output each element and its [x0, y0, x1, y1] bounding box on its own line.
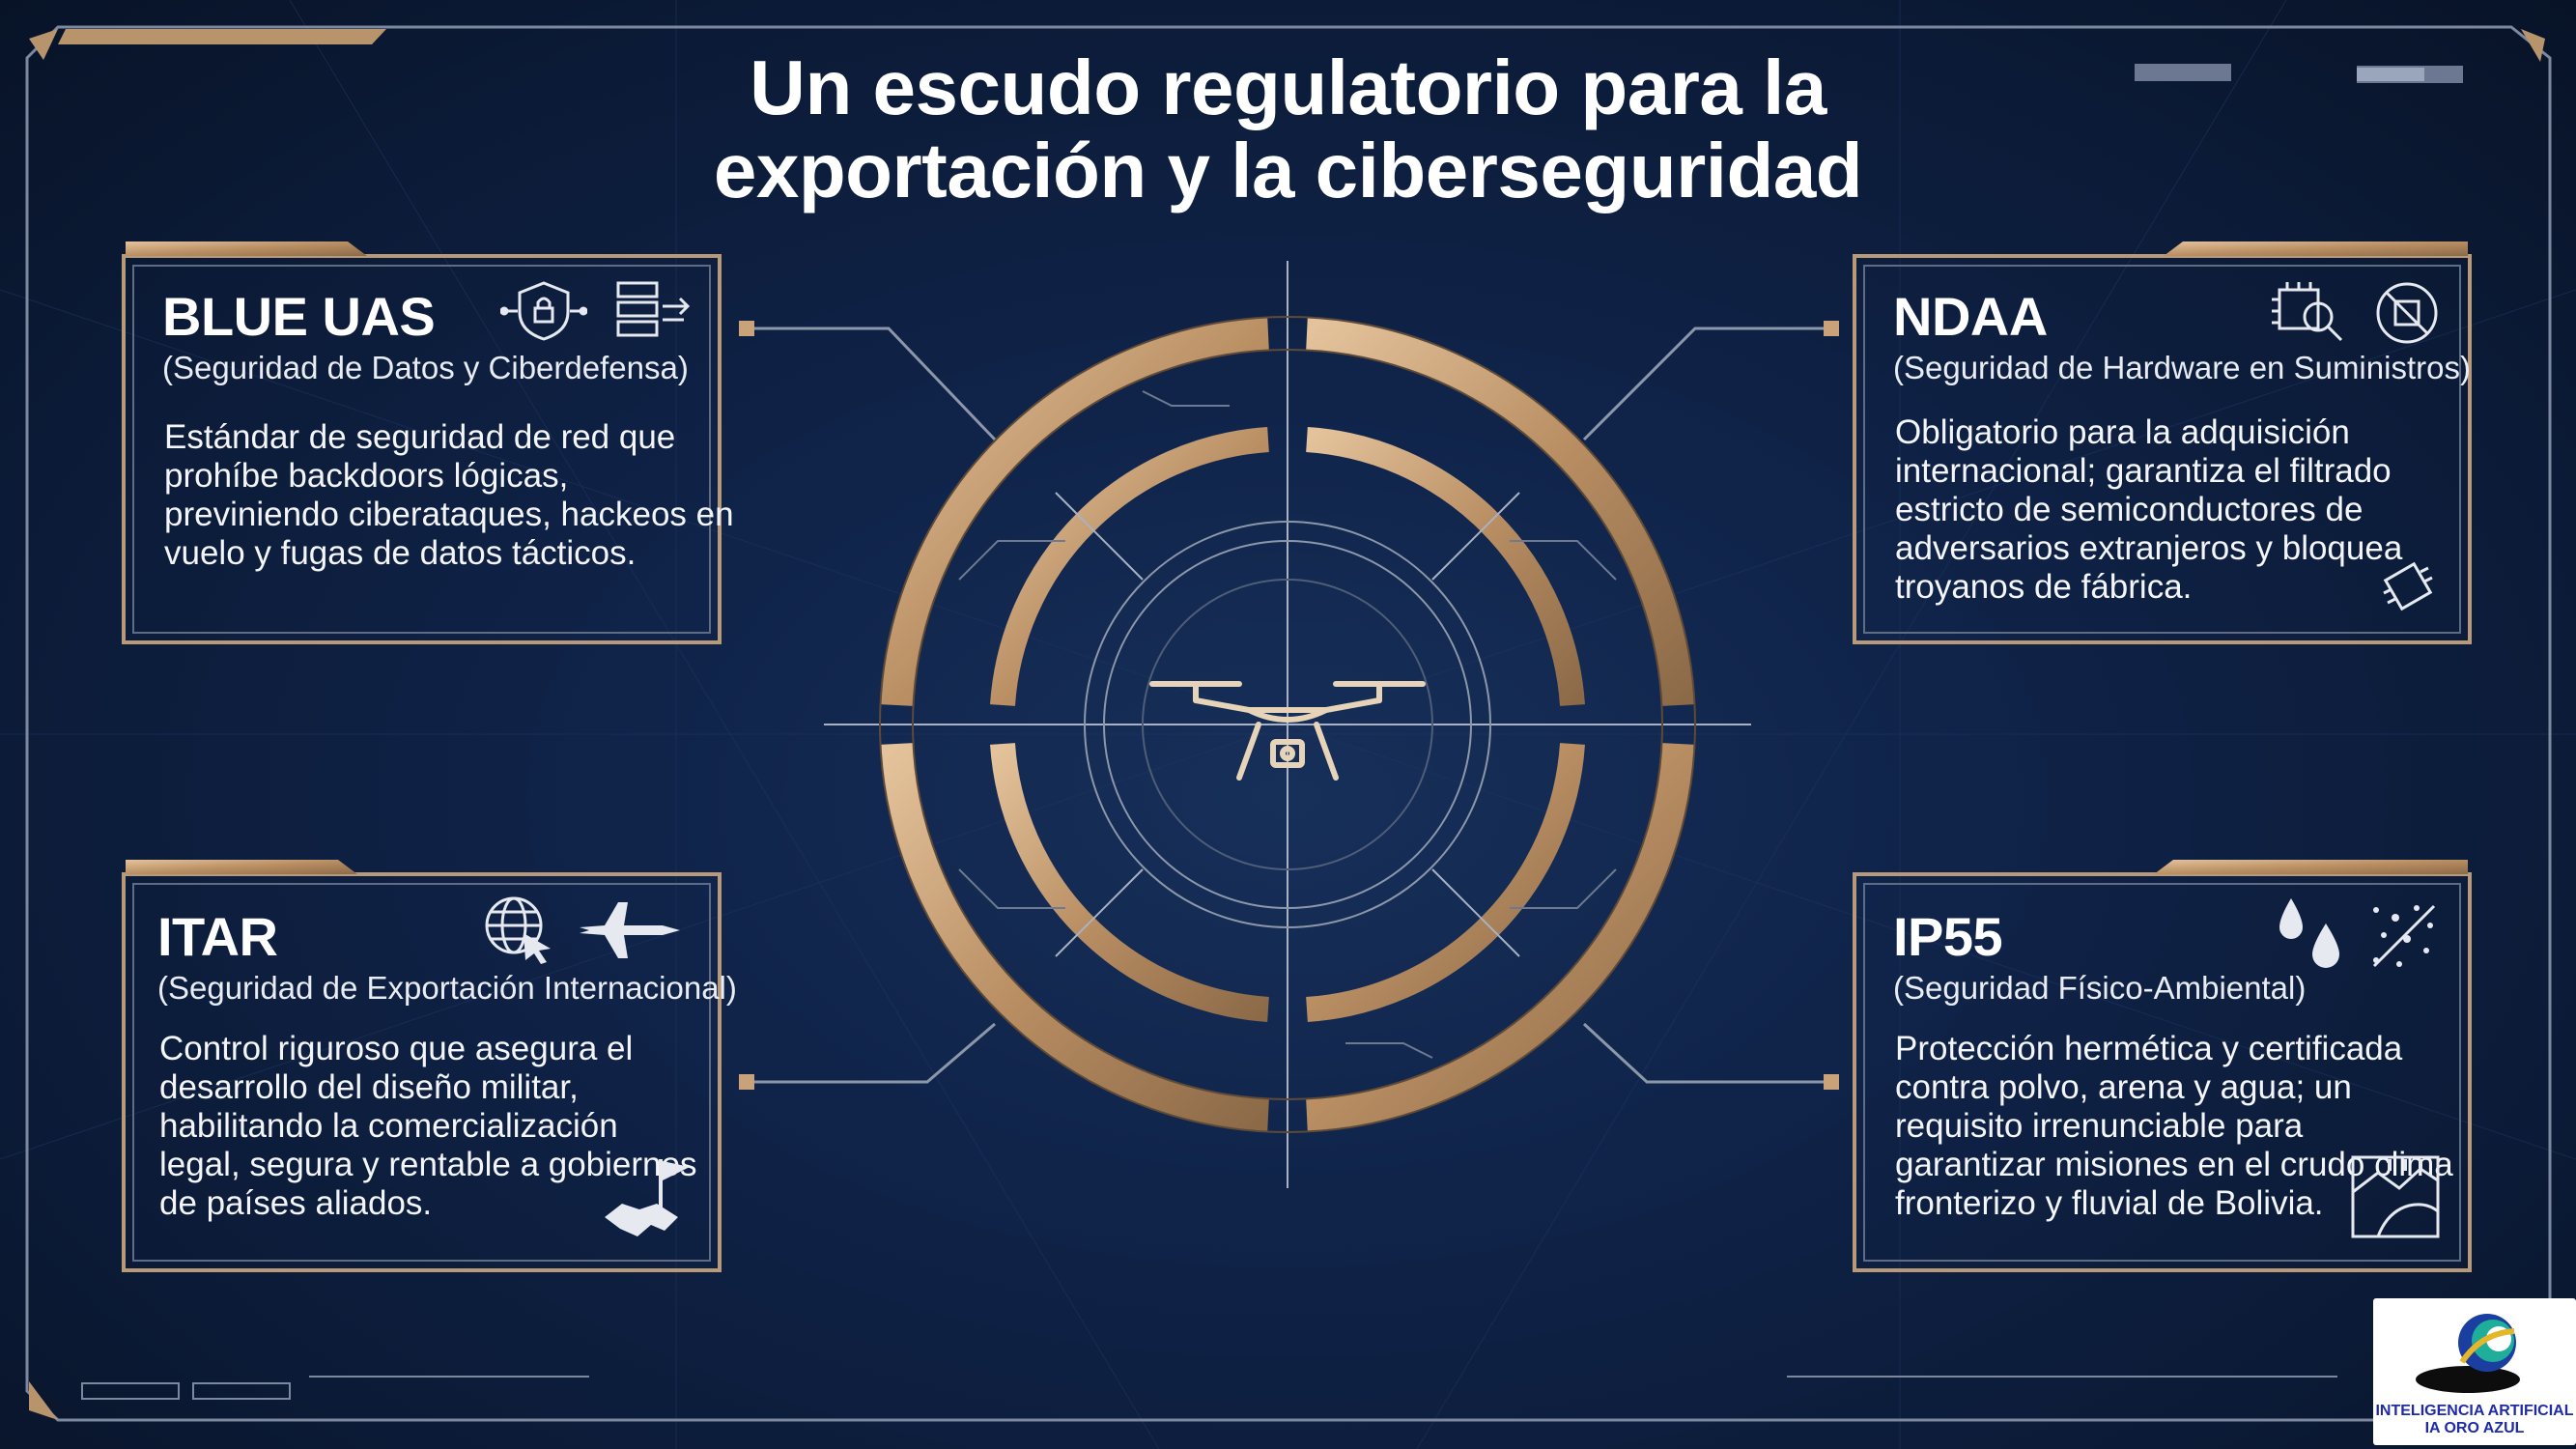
water-drops-icon [2279, 898, 2339, 968]
page-title-line-2: exportación y la ciberseguridad [713, 128, 1863, 213]
panel-ip55-subtitle: (Seguridad Físico-Ambiental) [1893, 970, 2307, 1006]
panel-ip55-title: IP55 [1893, 906, 2003, 967]
fighter-jet-icon [580, 902, 680, 958]
shield-lock-network-icon [500, 281, 587, 341]
panel-itar-body: Control riguroso que asegura el desarrol… [159, 1030, 697, 1222]
panel-ndaa-subtitle: (Seguridad de Hardware en Suministros) [1893, 350, 2471, 385]
page-title-line-1: Un escudo regulatorio para la [750, 44, 1826, 130]
server-transfer-icon [616, 281, 691, 337]
panel-ndaa-title: NDAA [1893, 286, 2048, 347]
drone-icon [1149, 681, 1426, 781]
logo-text-line-2: IA ORO AZUL [2424, 1420, 2525, 1436]
page-title: Un escudo regulatorio para la exportació… [580, 46, 1996, 213]
chip-magnifier-icon [2272, 282, 2343, 342]
panel-blue-uas-title: BLUE UAS [162, 286, 436, 347]
globe-cursor-icon [485, 896, 551, 964]
microchip-icon [2383, 561, 2433, 611]
panel-blue-uas-body: Estándar de seguridad de red que prohíbe… [164, 418, 734, 572]
blocked-chip-icon [2376, 282, 2438, 344]
logo-swirl-icon [2416, 1314, 2520, 1393]
panel-blue-uas-subtitle: (Seguridad de Datos y Ciberdefensa) [162, 350, 689, 385]
handshake-flag-icon [605, 1159, 690, 1236]
terrain-road-icon [2351, 1155, 2440, 1238]
brand-logo: INTELIGENCIA ARTIFICIAL IA ORO AZUL [2373, 1298, 2576, 1445]
panel-ip55-body: Protección hermética y certificada contr… [1895, 1030, 2453, 1222]
panel-ndaa-body: Obligatorio para la adquisición internac… [1895, 413, 2403, 606]
panel-itar-title: ITAR [157, 906, 278, 967]
panel-itar-subtitle: (Seguridad de Exportación Internacional) [157, 970, 737, 1006]
dust-particles-icon [2372, 904, 2436, 968]
logo-text-line-1: INTELIGENCIA ARTIFICIAL [2375, 1403, 2574, 1419]
